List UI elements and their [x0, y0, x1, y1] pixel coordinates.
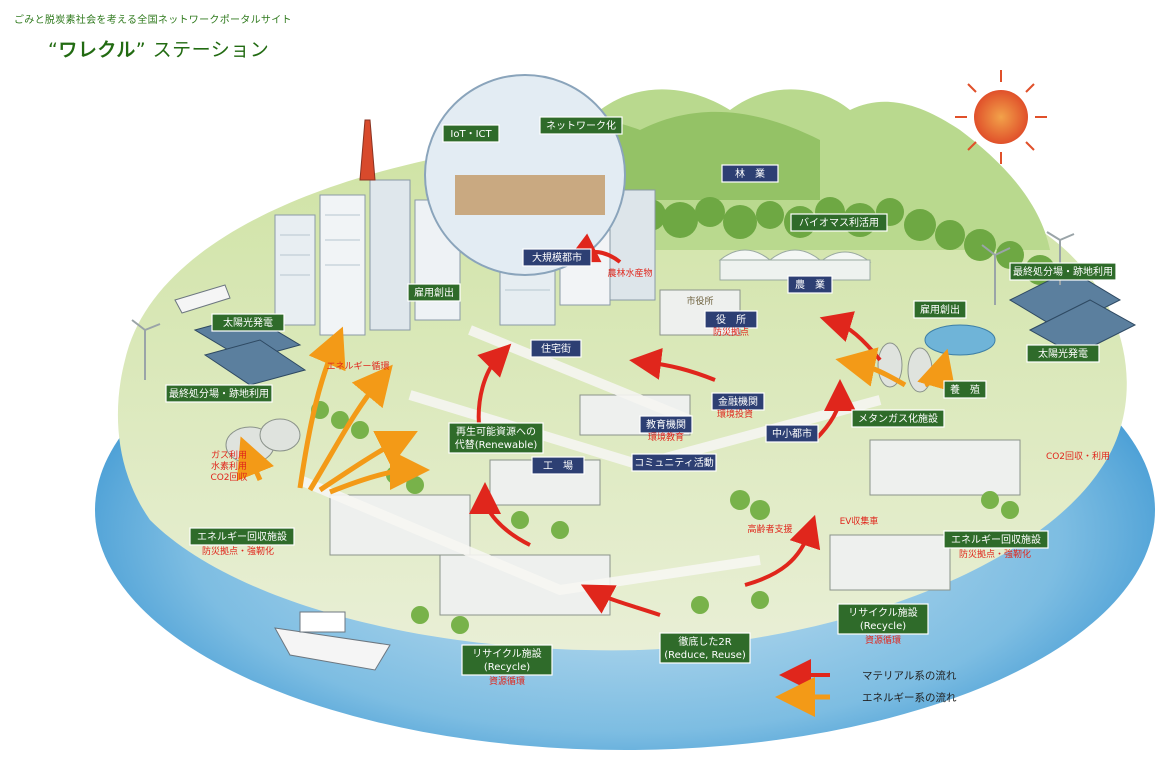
label-energy-recovery-right: エネルギー回収施設 [943, 530, 1049, 549]
svg-text:教育機関: 教育機関 [646, 418, 686, 431]
label-recycle-right: リサイクル施設 (Recycle) [837, 603, 929, 635]
svg-text:IoT・ICT: IoT・ICT [450, 129, 492, 140]
svg-text:最終処分場・跡地利用: 最終処分場・跡地利用 [1013, 265, 1113, 278]
label-large-city: 大規模都市 [522, 248, 592, 267]
label-employment-right: 雇用創出 [913, 300, 967, 319]
text-wood-products: 農林水産物 [607, 267, 652, 279]
ship-top [174, 284, 231, 314]
svg-text:雇用創出: 雇用創出 [920, 303, 960, 316]
svg-text:役 所: 役 所 [716, 313, 746, 326]
text-hydrogen-use: 水素利用 [211, 460, 247, 472]
svg-text:リサイクル施設: リサイクル施設 [848, 606, 918, 619]
city-hall-sign: 市役所 [686, 295, 713, 307]
ship-bottom [274, 611, 391, 671]
svg-text:工 場: 工 場 [543, 459, 573, 472]
svg-text:バイオマス利活用: バイオマス利活用 [799, 217, 879, 229]
svg-text:農 業: 農 業 [795, 278, 825, 291]
legend-material: マテリアル系の流れ [779, 659, 957, 691]
label-financial: 金融機関 [711, 392, 765, 411]
text-gas-use: ガス利用 [211, 449, 247, 461]
label-final-disposal-right: 最終処分場・跡地利用 [1009, 262, 1117, 281]
svg-text:エネルギー系の流れ: エネルギー系の流れ [862, 691, 957, 704]
svg-text:中小都市: 中小都市 [772, 427, 812, 440]
office-desk [455, 175, 605, 215]
svg-text:最終処分場・跡地利用: 最終処分場・跡地利用 [169, 387, 269, 400]
svg-text:住宅街: 住宅街 [541, 342, 571, 355]
text-disaster-base-office: 防災拠点 [713, 326, 749, 338]
svg-text:(Reduce, Reuse): (Reduce, Reuse) [664, 650, 746, 661]
label-forestry: 林 業 [721, 164, 779, 183]
svg-text:林 業: 林 業 [735, 167, 765, 180]
svg-text:養 殖: 養 殖 [950, 383, 980, 396]
label-employment-left: 雇用創出 [407, 283, 461, 302]
sun-rays [955, 70, 1047, 164]
svg-text:徹底した2R: 徹底した2R [678, 635, 731, 648]
label-residential: 住宅街 [530, 339, 582, 358]
site-title[interactable]: “ワレクル” ステーション [48, 35, 269, 62]
svg-text:再生可能資源への: 再生可能資源への [456, 425, 536, 438]
svg-text:メタンガス化施設: メタンガス化施設 [858, 412, 938, 425]
label-small-city: 中小都市 [765, 424, 819, 443]
label-solar-left: 太陽光発電 [211, 313, 285, 332]
svg-text:雇用創出: 雇用創出 [414, 286, 454, 299]
title-rest: ステーション [146, 39, 270, 61]
label-energy-recovery-left: エネルギー回収施設 [189, 527, 295, 546]
svg-text:リサイクル施設: リサイクル施設 [472, 647, 542, 660]
fish-pond [924, 324, 996, 356]
sun [974, 90, 1028, 144]
label-methane: メタンガス化施設 [851, 409, 945, 428]
text-disaster-left: 防災拠点・強靭化 [202, 545, 274, 557]
svg-text:コミュニティ活動: コミュニティ活動 [634, 456, 713, 469]
svg-text:(Recycle): (Recycle) [860, 621, 906, 632]
text-energy-cycle: エネルギー循環 [326, 360, 389, 372]
svg-text:太陽光発電: 太陽光発電 [1038, 347, 1088, 360]
label-aquaculture: 養 殖 [943, 380, 987, 399]
greenhouses [718, 249, 872, 281]
label-factory: 工 場 [531, 456, 585, 475]
label-education: 教育機関 [639, 415, 693, 434]
label-solar-right: 太陽光発電 [1026, 344, 1100, 363]
text-env-investment: 環境投資 [717, 408, 753, 420]
label-final-disposal-left: 最終処分場・跡地利用 [165, 384, 273, 403]
legend: マテリアル系の流れ エネルギー系の流れ [775, 659, 957, 717]
svg-text:代替(Renewable): 代替(Renewable) [455, 438, 538, 451]
svg-text:マテリアル系の流れ: マテリアル系の流れ [862, 669, 957, 682]
text-ev: EV収集車 [840, 515, 879, 527]
svg-text:エネルギー回収施設: エネルギー回収施設 [197, 530, 287, 543]
label-iot: IoT・ICT [442, 124, 500, 143]
label-community: コミュニティ活動 [631, 453, 717, 472]
label-reduce-reuse: 徹底した2R (Reduce, Reuse) [659, 632, 751, 664]
text-co2-recovery: CO2回収 [210, 471, 247, 483]
label-agriculture: 農 業 [787, 275, 833, 294]
svg-text:大規模都市: 大規模都市 [532, 251, 582, 264]
text-resource-cycle-left: 資源循環 [489, 675, 525, 687]
label-biomass: バイオマス利活用 [790, 213, 888, 232]
text-elderly-support: 高齢者支援 [747, 523, 792, 535]
svg-text:金融機関: 金融機関 [718, 395, 758, 408]
text-resource-cycle-right: 資源循環 [865, 634, 901, 646]
title-bold: ワレクル [58, 39, 136, 61]
text-disaster-right: 防災拠点・強靭化 [959, 548, 1031, 560]
svg-text:エネルギー回収施設: エネルギー回収施設 [951, 533, 1041, 546]
title-quote-open: “ [48, 39, 59, 61]
text-co2-right: CO2回収・利用 [1046, 450, 1110, 462]
title-quote-close: ” [135, 39, 147, 61]
label-recycle-left: リサイクル施設 (Recycle) [461, 644, 553, 676]
label-network: ネットワーク化 [539, 116, 623, 135]
text-env-education: 環境教育 [648, 431, 684, 443]
svg-text:(Recycle): (Recycle) [484, 662, 530, 673]
site-subtitle: ごみと脱炭素社会を考える全国ネットワークポータルサイト [14, 15, 292, 26]
svg-text:太陽光発電: 太陽光発電 [223, 316, 273, 329]
label-city-office: 役 所 [704, 310, 758, 329]
legend-energy: エネルギー系の流れ [775, 677, 957, 717]
svg-text:ネットワーク化: ネットワーク化 [546, 119, 616, 132]
energy-flow-arrows [236, 326, 956, 495]
